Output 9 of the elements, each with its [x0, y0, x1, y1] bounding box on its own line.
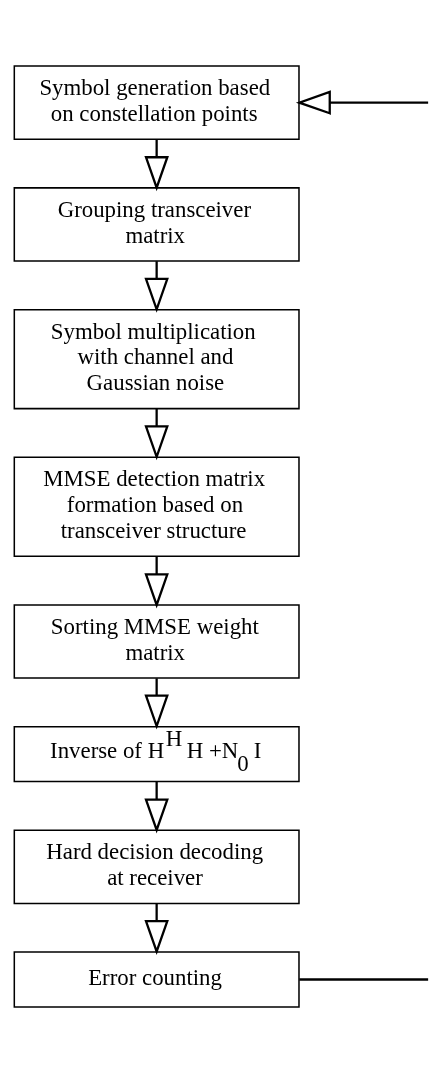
node-box: Sorting MMSE weight matrix: [13, 603, 300, 679]
node-box: Symbol generation based on constellation points: [13, 64, 300, 140]
node-box: Symbol multiplication with channel and Gaussian noise: [13, 308, 300, 409]
node-box: Error counting: [13, 950, 300, 1008]
connector: [299, 977, 429, 981]
node-box: Hard decision decoding at receiver: [13, 829, 300, 904]
arrow: [295, 89, 429, 115]
node-box: Grouping transceiver matrix: [13, 186, 300, 262]
node-box: MMSE detection matrix formation based on transceiver structure: [13, 456, 300, 557]
